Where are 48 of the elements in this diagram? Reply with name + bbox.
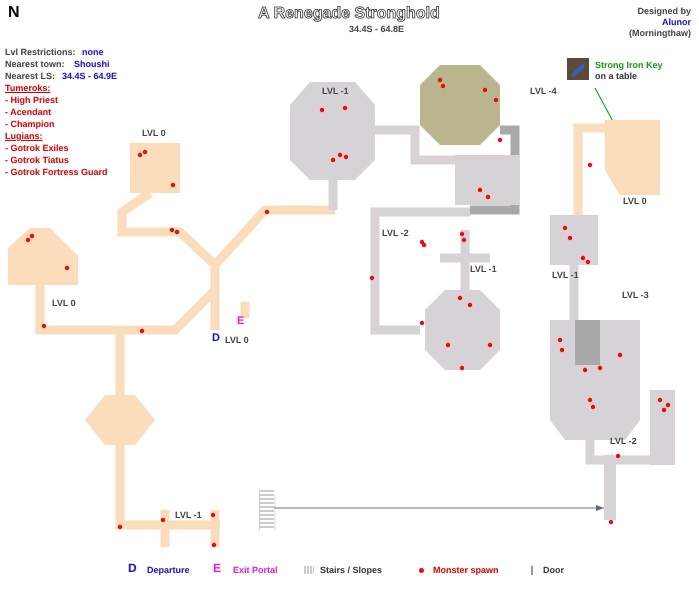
level-label: LVL -2	[382, 228, 409, 239]
info-value: none	[82, 47, 104, 58]
legend-label: Monster spawn	[433, 565, 499, 576]
monster-name: - Gotrok Exiles	[5, 143, 69, 154]
monster-name: - High Priest	[5, 95, 58, 106]
item-location: on a table	[595, 71, 638, 82]
info-label: Nearest town:	[5, 59, 65, 70]
server-name: (Morningthaw)	[629, 28, 691, 39]
level-label: LVL -1	[322, 86, 349, 97]
level-label: LVL 0	[225, 335, 249, 346]
departure-marker: D	[212, 333, 220, 344]
exit-marker: E	[213, 563, 222, 574]
designer-name: Alunor	[662, 17, 691, 28]
monster-name: - Acendant	[5, 107, 52, 118]
monster-name: - Gotrok Fortress Guard	[5, 167, 108, 178]
legend-label: Door	[543, 565, 564, 576]
level-label: LVL -1	[470, 264, 497, 275]
legend-label: Exit Portal	[233, 565, 278, 576]
info-label: Lvl Restrictions:	[5, 47, 76, 58]
item-name: Strong Iron Key	[595, 60, 663, 71]
legend-label: Departure	[147, 565, 190, 576]
arrow	[274, 505, 604, 511]
level-label: LVL -3	[622, 290, 649, 301]
level-label: LVL -4	[530, 86, 557, 97]
corridor-end	[604, 455, 616, 520]
exit-marker: E	[237, 316, 244, 327]
room	[605, 120, 660, 195]
map-coordinates: 34.4S - 64.8E	[349, 24, 404, 35]
info-label: Nearest LS:	[5, 71, 56, 82]
legend-label: Stairs / Slopes	[320, 565, 382, 576]
level-label: LVL -1	[175, 510, 202, 521]
credit-text: Designed by	[637, 6, 691, 17]
level-label: LVL -2	[610, 436, 637, 447]
compass-letter: N	[8, 4, 20, 22]
info-value: 34.4S - 64.9E	[62, 71, 118, 82]
level-label: LVL -1	[552, 270, 579, 281]
level-label: LVL 0	[623, 196, 647, 207]
monster-group-heading: Tumeroks:	[5, 83, 50, 94]
level-label: LVL 0	[52, 298, 76, 309]
stairs	[260, 490, 274, 530]
level-label: LVL 0	[142, 128, 166, 139]
info-value: Shoushi	[74, 59, 110, 70]
monster-name: - Gotrok Tiatus	[5, 155, 69, 166]
leader-line	[594, 88, 613, 120]
departure-marker: D	[128, 563, 137, 574]
monster-group-heading: Lugians:	[5, 131, 42, 142]
map-title: A Renegade Stronghold	[258, 5, 440, 23]
monster-name: - Champion	[5, 119, 54, 130]
